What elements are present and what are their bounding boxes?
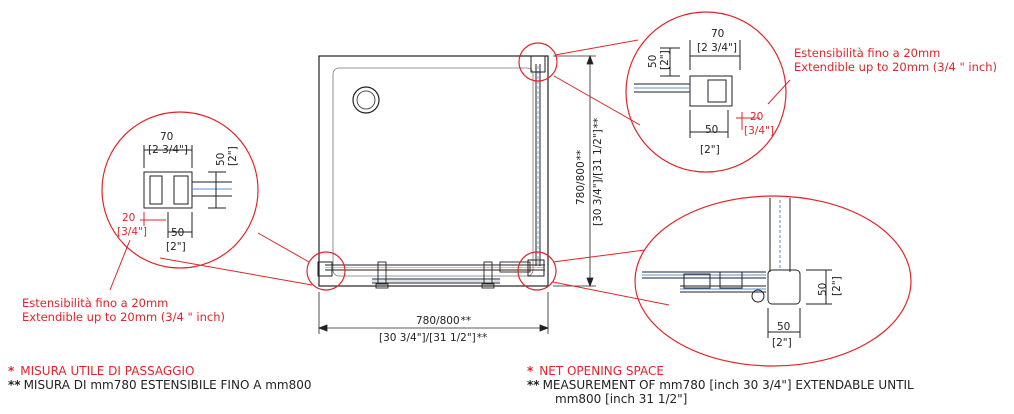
svg-text:70: 70 xyxy=(160,131,173,143)
svg-text:50: 50 xyxy=(647,55,659,68)
svg-text:20: 20 xyxy=(122,212,135,224)
svg-text:50: 50 xyxy=(777,321,790,333)
width-dimension-mm: 780/800** xyxy=(416,315,471,327)
detail-top-right: 70 [2 3/4"] 50 [2"] 50 [2"] 20 [3/4"] xyxy=(625,11,791,173)
shower-tray-plan xyxy=(317,55,549,289)
svg-text:[2 3/4"]: [2 3/4"] xyxy=(697,42,737,54)
svg-text:50: 50 xyxy=(817,283,829,296)
legend-english: *NET OPENING SPACE **MEASUREMENT OF mm78… xyxy=(527,364,914,406)
detail-markers xyxy=(306,42,558,291)
legend-italian: *MISURA UTILE DI PASSAGGIO **MISURA DI m… xyxy=(8,364,312,392)
detail-connectors xyxy=(159,39,670,306)
svg-text:[2"]: [2"] xyxy=(772,337,792,349)
svg-text:50: 50 xyxy=(215,153,227,166)
svg-text:[2"]: [2"] xyxy=(700,144,720,156)
svg-text:[2"]: [2"] xyxy=(166,241,186,253)
detail-bottom-right: 50 [2"] 50 [2"] xyxy=(634,195,912,367)
svg-text:[3/4"]: [3/4"] xyxy=(744,125,774,137)
svg-text:[2"]: [2"] xyxy=(659,50,671,70)
detail-left: 70 [2 3/4"] 50 [2"] 50 [2"] 20 [3/4"] xyxy=(101,111,259,291)
svg-text:[2"]: [2"] xyxy=(831,276,843,296)
svg-text:50: 50 xyxy=(171,227,184,239)
height-dimension-mm: 780/800** xyxy=(575,150,587,205)
svg-text:[3/4"]: [3/4"] xyxy=(117,226,147,238)
svg-text:[2 3/4"]: [2 3/4"] xyxy=(148,144,188,156)
drain-icon xyxy=(352,86,380,114)
height-dimension-inch: [30 3/4"]/[31 1/2"]** xyxy=(592,118,604,226)
svg-text:20: 20 xyxy=(750,111,763,123)
svg-text:70: 70 xyxy=(711,28,724,40)
width-dimension-inch: [30 3/4"]/[31 1/2"]** xyxy=(379,332,487,344)
svg-text:50: 50 xyxy=(705,124,718,136)
extend-note-right: Estensibilità fino a 20mm Extendible up … xyxy=(794,46,997,74)
main-dimension-lines xyxy=(317,54,596,334)
svg-text:[2"]: [2"] xyxy=(227,146,239,166)
extend-note-left: Estensibilità fino a 20mm Extendible up … xyxy=(22,296,225,324)
